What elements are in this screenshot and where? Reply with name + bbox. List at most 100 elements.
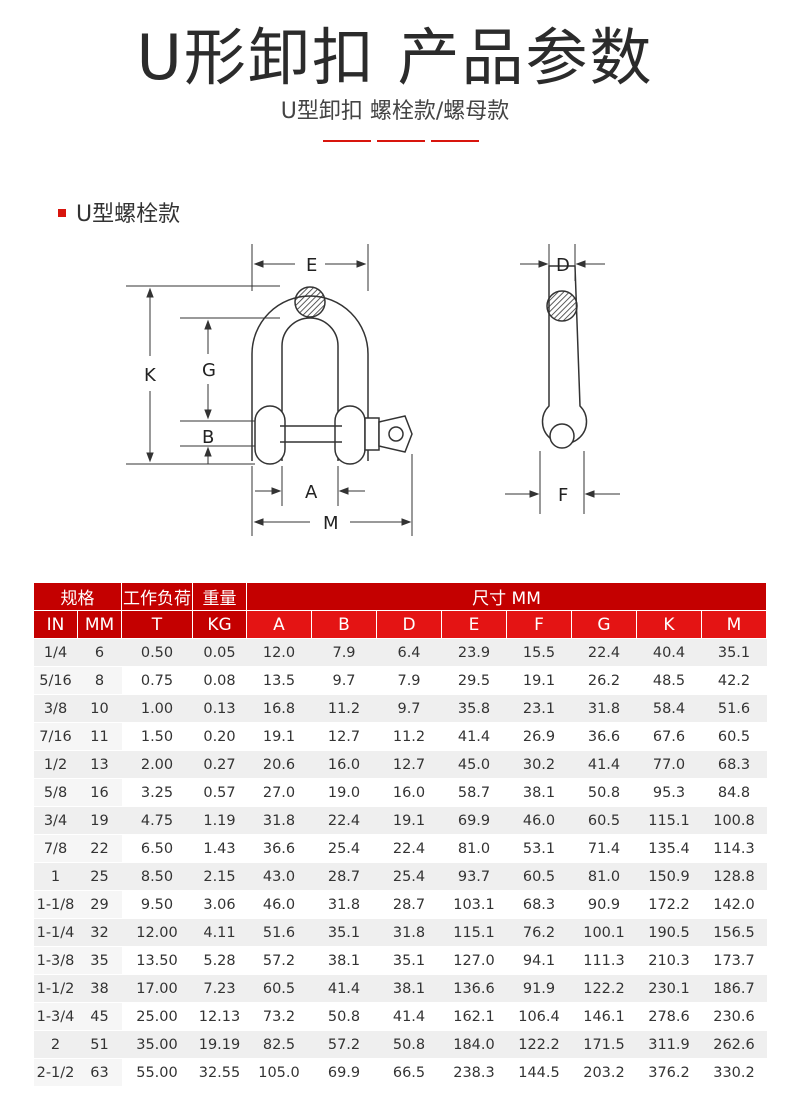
table-cell: 29.5 <box>441 666 507 695</box>
table-cell: 1-1/4 <box>33 918 78 947</box>
label-B: B <box>202 427 214 448</box>
table-cell: 45 <box>77 1002 122 1031</box>
table-cell: 0.50 <box>121 638 193 667</box>
section-heading: U型螺栓款 <box>58 199 180 231</box>
table-cell: 12.00 <box>121 918 193 947</box>
header-dimensions: 尺寸 MM <box>246 582 767 611</box>
table-cell: 115.1 <box>441 918 507 947</box>
table-cell: 95.3 <box>636 778 702 807</box>
table-cell: 36.6 <box>246 834 312 863</box>
table-cell: 12.7 <box>376 750 442 779</box>
cross-section-side <box>546 290 578 322</box>
table-cell: 57.2 <box>246 946 312 975</box>
table-cell: 55.00 <box>121 1058 193 1087</box>
subheader-kg: KG <box>192 610 247 639</box>
table-cell: 376.2 <box>636 1058 702 1087</box>
table-cell: 6.50 <box>121 834 193 863</box>
title-divider <box>323 140 479 142</box>
shackle-ear-right <box>334 405 366 465</box>
label-E: E <box>306 255 317 276</box>
table-cell: 31.8 <box>311 890 377 919</box>
table-cell: 11.2 <box>376 722 442 751</box>
table-cell: 0.13 <box>192 694 247 723</box>
table-cell: 7/16 <box>33 722 78 751</box>
table-cell: 60.5 <box>246 974 312 1003</box>
table-cell: 68.3 <box>701 750 767 779</box>
table-cell: 38.1 <box>311 946 377 975</box>
table-cell: 36.6 <box>571 722 637 751</box>
table-cell: 58.7 <box>441 778 507 807</box>
table-cell: 128.8 <box>701 862 767 891</box>
table-cell: 35 <box>77 946 122 975</box>
table-cell: 35.00 <box>121 1030 193 1059</box>
table-cell: 1-3/4 <box>33 1002 78 1031</box>
table-cell: 230.6 <box>701 1002 767 1031</box>
table-cell: 3/8 <box>33 694 78 723</box>
table-cell: 17.00 <box>121 974 193 1003</box>
table-cell: 82.5 <box>246 1030 312 1059</box>
table-cell: 45.0 <box>441 750 507 779</box>
table-cell: 19.1 <box>376 806 442 835</box>
table-cell: 25.4 <box>311 834 377 863</box>
table-cell: 16.0 <box>376 778 442 807</box>
table-cell: 16.8 <box>246 694 312 723</box>
table-cell: 35.1 <box>701 638 767 667</box>
subheader-in: IN <box>33 610 78 639</box>
shackle-diagram: E K G B A M D F <box>110 236 650 546</box>
table-cell: 3/4 <box>33 806 78 835</box>
table-cell: 60.5 <box>506 862 572 891</box>
subheader-d: D <box>376 610 442 639</box>
table-cell: 19 <box>77 806 122 835</box>
table-cell: 23.1 <box>506 694 572 723</box>
table-cell: 12.13 <box>192 1002 247 1031</box>
table-cell: 122.2 <box>506 1030 572 1059</box>
table-cell: 57.2 <box>311 1030 377 1059</box>
table-cell: 13 <box>77 750 122 779</box>
table-cell: 0.08 <box>192 666 247 695</box>
table-cell: 5/8 <box>33 778 78 807</box>
header-weight: 重量 <box>192 582 247 611</box>
table-cell: 15.5 <box>506 638 572 667</box>
label-D: D <box>556 255 570 276</box>
table-cell: 51.6 <box>701 694 767 723</box>
table-cell: 9.7 <box>311 666 377 695</box>
table-cell: 43.0 <box>246 862 312 891</box>
table-cell: 84.8 <box>701 778 767 807</box>
label-G: G <box>202 360 216 381</box>
table-cell: 50.8 <box>376 1030 442 1059</box>
table-cell: 29 <box>77 890 122 919</box>
table-cell: 38 <box>77 974 122 1003</box>
table-cell: 0.75 <box>121 666 193 695</box>
table-cell: 150.9 <box>636 862 702 891</box>
table-cell: 22 <box>77 834 122 863</box>
subheader-g: G <box>571 610 637 639</box>
table-cell: 91.9 <box>506 974 572 1003</box>
table-cell: 19.19 <box>192 1030 247 1059</box>
table-cell: 25 <box>77 862 122 891</box>
table-cell: 190.5 <box>636 918 702 947</box>
subheader-k: K <box>636 610 702 639</box>
table-cell: 122.2 <box>571 974 637 1003</box>
table-cell: 278.6 <box>636 1002 702 1031</box>
table-cell: 1.50 <box>121 722 193 751</box>
table-cell: 2.00 <box>121 750 193 779</box>
subheader-m: M <box>701 610 767 639</box>
table-cell: 22.4 <box>376 834 442 863</box>
table-cell: 31.8 <box>246 806 312 835</box>
table-cell: 12.0 <box>246 638 312 667</box>
shackle-drawing: E K G B A M D F <box>126 244 620 536</box>
table-cell: 0.57 <box>192 778 247 807</box>
table-cell: 35.1 <box>311 918 377 947</box>
table-cell: 8 <box>77 666 122 695</box>
table-cell: 35.1 <box>376 946 442 975</box>
page-title: U形卸扣 产品参数 <box>136 21 654 94</box>
table-cell: 172.2 <box>636 890 702 919</box>
